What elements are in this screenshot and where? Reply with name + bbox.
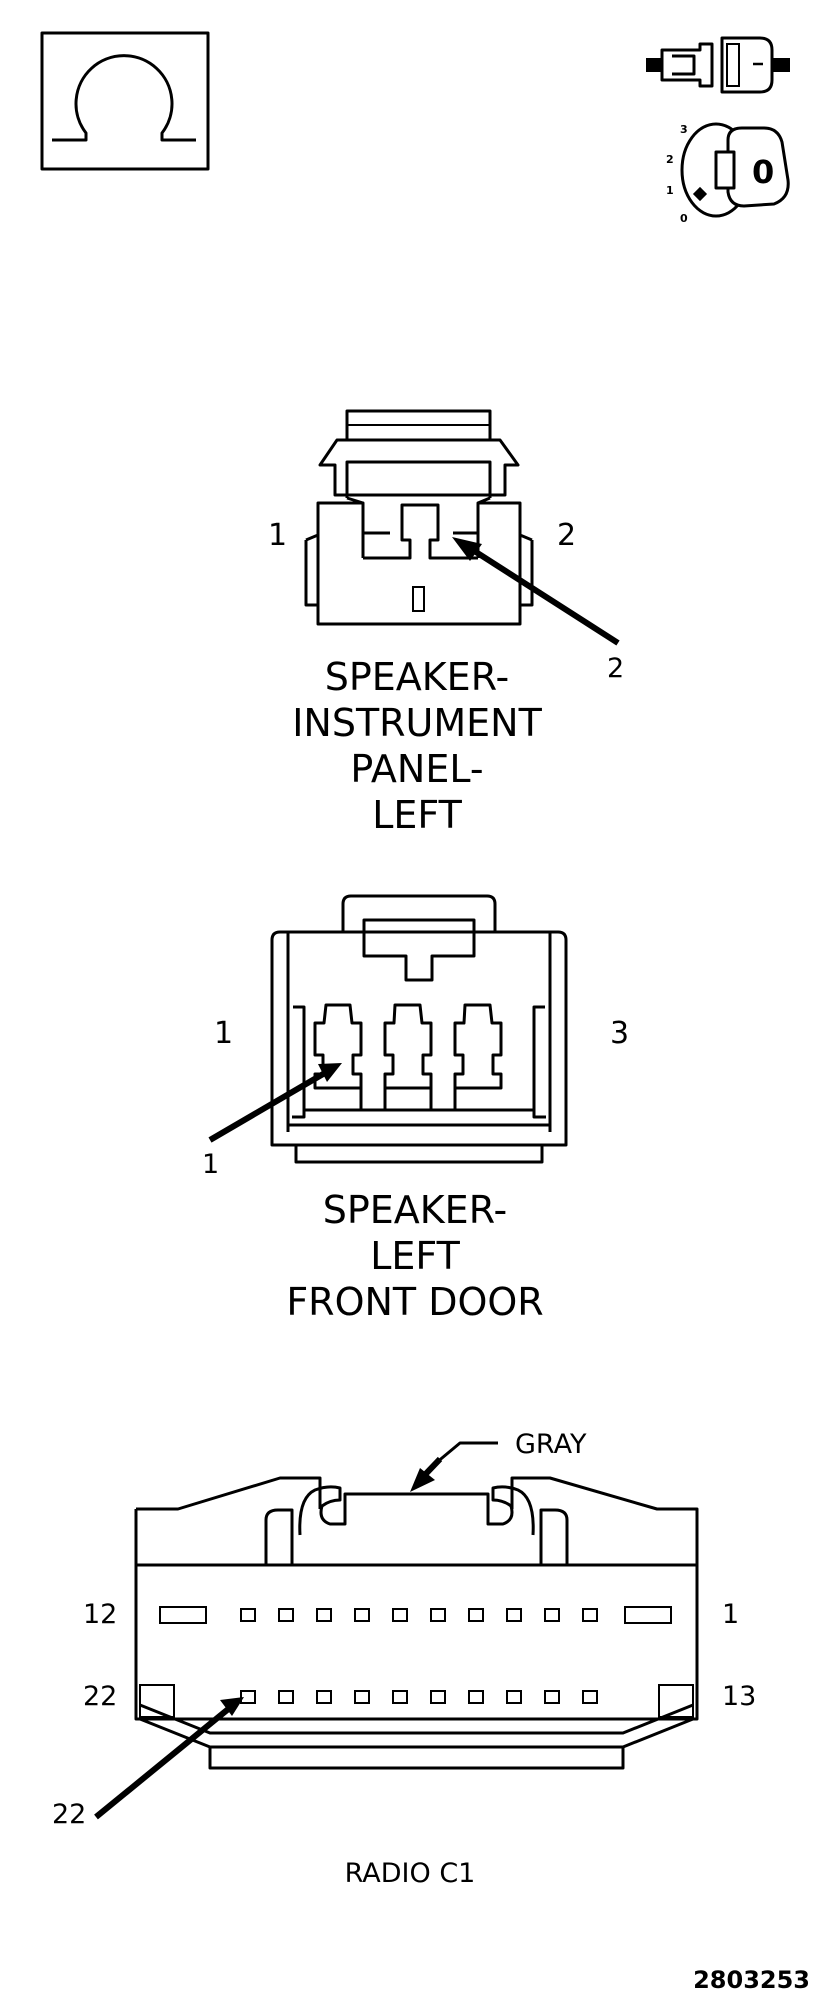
connector-title: RADIO C1 [345,1858,476,1889]
callout-pin-number: 1 [202,1149,219,1180]
pin-label-right: 3 [610,1016,629,1051]
connector-title-line-1: SPEAKER- [323,1188,508,1232]
connector-title-line-3: FRONT DOOR [286,1280,543,1324]
speaker-instrument-panel-left-connector: 1 2 2 SPEAKER- INSTRUMENT PANEL- LEFT [268,409,624,837]
ignition-position-0: 0 [680,212,688,225]
speaker-left-front-door-connector: 1 3 1 SPEAKER- LEFT FRONT DOOR [202,894,629,1324]
pin-label-row1-right: 1 [722,1599,739,1630]
pin-label-row2-right: 13 [722,1681,756,1712]
connector-title-line-2: INSTRUMENT [292,701,542,745]
ignition-position-1: 1 [666,184,674,197]
callout-pin-number: 22 [52,1799,86,1830]
connector-disconnected-icon [646,36,790,94]
figure-number: 2803253 [693,1966,810,1994]
ohmmeter-icon [40,31,210,171]
radio-c1-connector: GRAY [52,1429,756,1889]
pin-label-right: 2 [557,518,576,553]
pin-label-row1-left: 12 [83,1599,117,1630]
pin-label-left: 1 [214,1016,233,1051]
pin-label-left: 1 [268,518,287,553]
ignition-key-icon: 3 2 1 0 0 [666,122,790,225]
pin-label-row2-left: 22 [83,1681,117,1712]
connector-title-line-1: SPEAKER- [325,655,510,699]
ignition-position-3: 3 [680,123,688,136]
connector-color-label: GRAY [515,1429,587,1460]
callout-pin-number: 2 [607,653,624,684]
connector-title-line-4: LEFT [372,793,462,837]
ignition-key-label: 0 [752,153,774,191]
connector-title-line-3: PANEL- [350,747,483,791]
connector-title-line-2: LEFT [370,1234,460,1278]
ignition-position-2: 2 [666,153,674,166]
